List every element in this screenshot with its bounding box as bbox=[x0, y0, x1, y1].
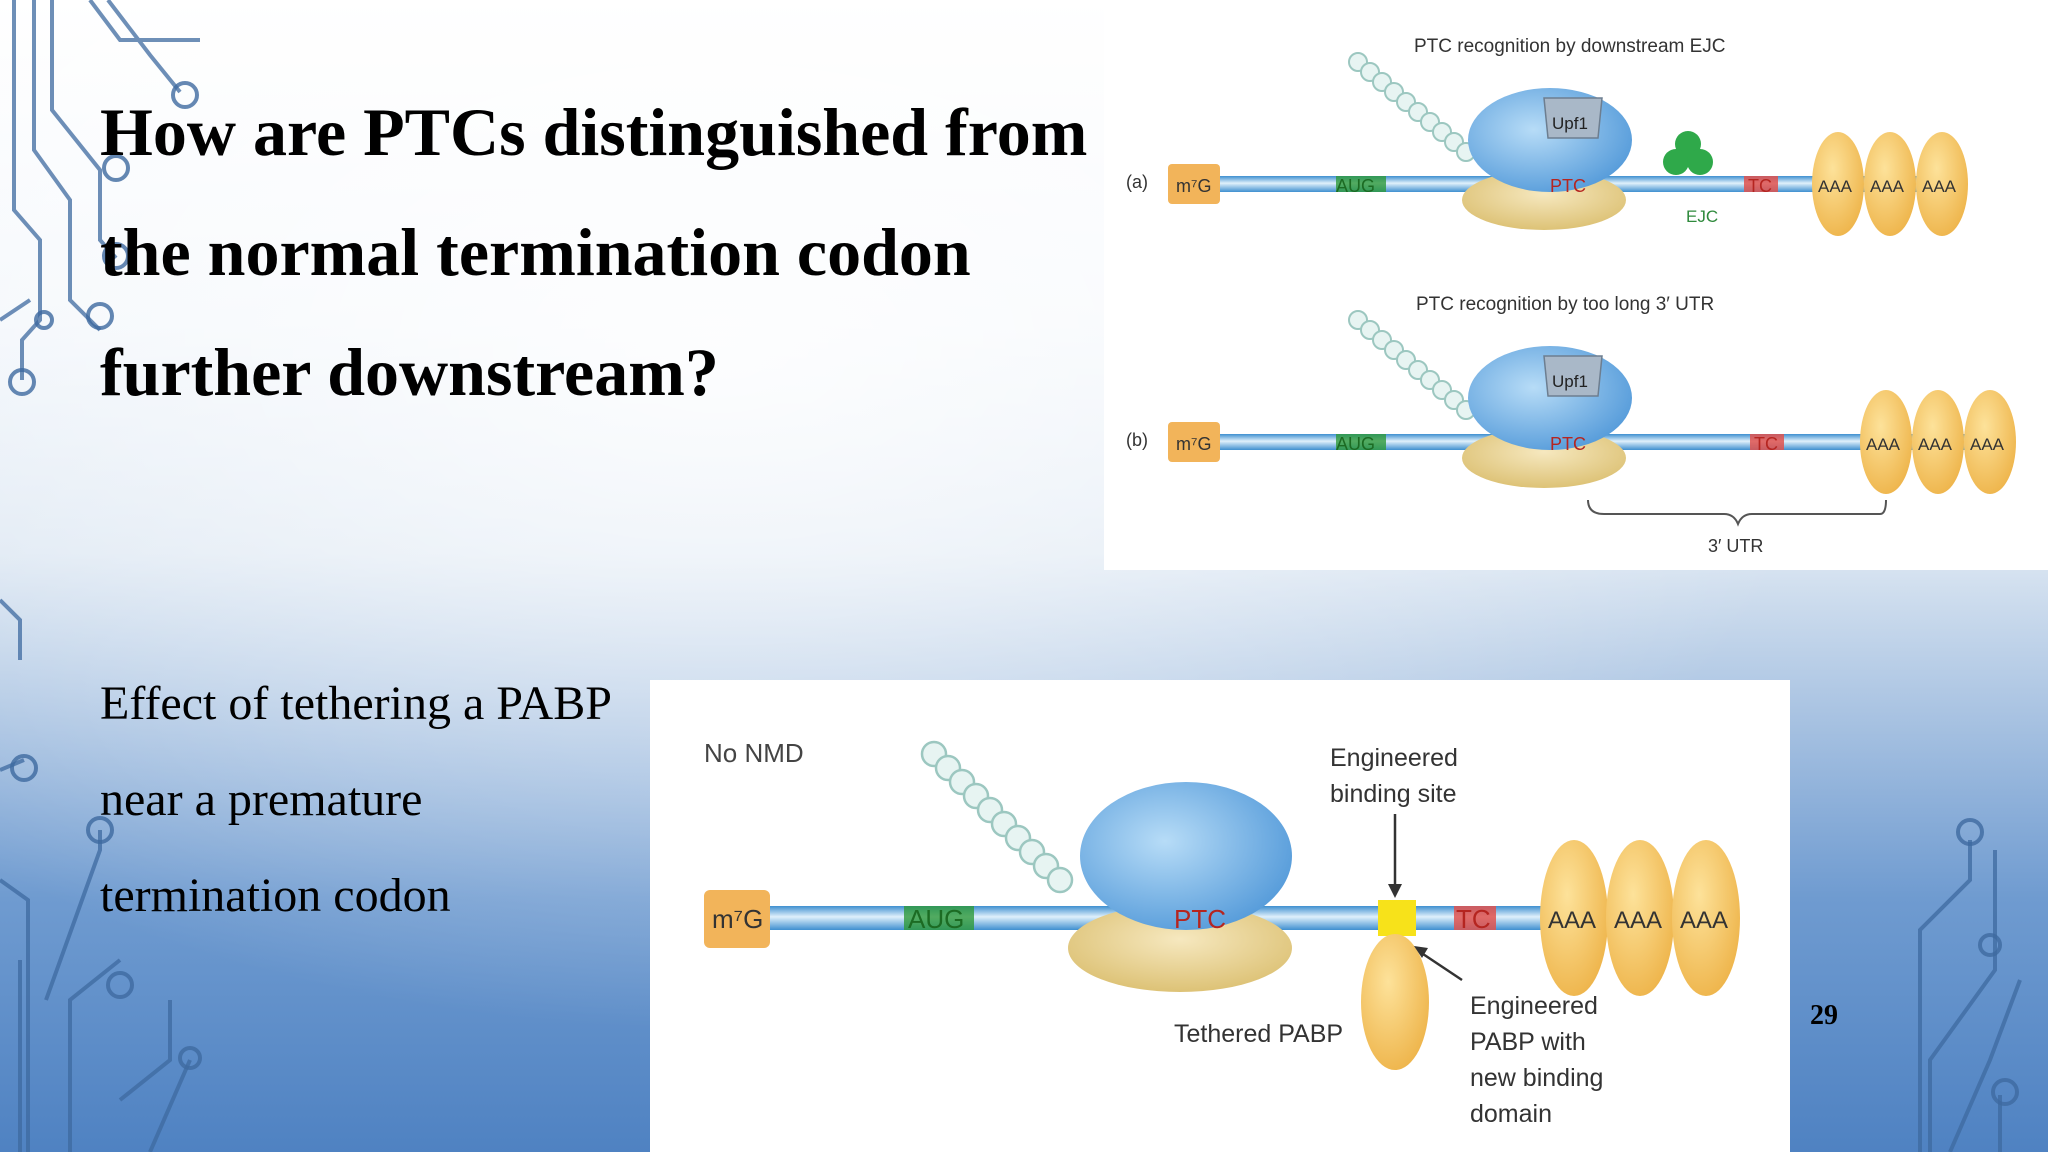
aug-segment bbox=[1336, 176, 1386, 192]
nascent-peptide bbox=[1348, 310, 1476, 420]
utr-label: 3′ UTR bbox=[1708, 536, 1763, 556]
ribosome-large-subunit bbox=[1080, 782, 1292, 930]
engineered-pabp-label-3: new binding bbox=[1470, 1064, 1603, 1092]
aug-label: AUG bbox=[1336, 176, 1375, 196]
upf1-protein bbox=[1543, 97, 1603, 139]
cap-box bbox=[704, 890, 770, 948]
panel-a: PTC recognition by downstream EJC (a) m⁷… bbox=[1126, 36, 1968, 236]
tc-segment bbox=[1750, 434, 1784, 450]
upf1-label: Upf1 bbox=[1552, 114, 1588, 133]
cap-box bbox=[1168, 164, 1220, 204]
polya-tail: AAA AAA AAA bbox=[1860, 390, 2016, 494]
aug-label: AUG bbox=[908, 904, 964, 934]
polya-label-2: AAA bbox=[1870, 177, 1905, 196]
engineered-binding-site bbox=[1378, 900, 1416, 936]
aug-label: AUG bbox=[1336, 434, 1375, 454]
slide-title: How are PTCs distinguished from the norm… bbox=[100, 72, 1110, 432]
polya-label-2: AAA bbox=[1614, 907, 1662, 934]
nascent-peptide bbox=[1348, 52, 1476, 162]
tc-segment bbox=[1744, 176, 1778, 192]
cap-box bbox=[1168, 422, 1220, 462]
cap-label: m⁷G bbox=[1176, 176, 1212, 196]
nascent-peptide bbox=[920, 740, 1074, 894]
polya-tail: AAA AAA AAA bbox=[1812, 132, 1968, 236]
ptc-label: PTC bbox=[1550, 176, 1586, 196]
title-line-1: How are PTCs distinguished from bbox=[100, 94, 1088, 170]
tc-label: TC bbox=[1748, 176, 1772, 196]
tethered-pabp-diagram: No NMD m⁷G AUG PTC Engineered bbox=[704, 738, 1740, 1128]
aug-segment bbox=[1336, 434, 1386, 450]
ejc-label: EJC bbox=[1686, 207, 1718, 226]
binding-site-label-2: binding site bbox=[1330, 780, 1456, 808]
tethered-pabp bbox=[1361, 934, 1429, 1070]
upf1-protein bbox=[1543, 355, 1603, 397]
engineered-pabp-label-4: domain bbox=[1470, 1100, 1552, 1128]
nmd-recognition-diagram: PTC recognition by downstream EJC (a) m⁷… bbox=[1126, 36, 2016, 556]
body-line-2: near a premature bbox=[100, 773, 423, 826]
tc-label: TC bbox=[1754, 434, 1778, 454]
binding-site-arrowhead bbox=[1388, 884, 1402, 898]
engineered-pabp-label-2: PABP with bbox=[1470, 1028, 1586, 1056]
engineered-pabp-arrowhead bbox=[1414, 946, 1428, 958]
body-line-3: termination codon bbox=[100, 869, 451, 922]
engineered-pabp-label-1: Engineered bbox=[1470, 992, 1598, 1020]
nmd-recognition-figure: PTC recognition by downstream EJC (a) m⁷… bbox=[1104, 0, 2048, 570]
panel-a-label: (a) bbox=[1126, 172, 1148, 192]
slide-body-text: Effect of tethering a PABP near a premat… bbox=[100, 656, 660, 944]
polya-label-3: AAA bbox=[1680, 907, 1728, 934]
tethered-pabp-figure: No NMD m⁷G AUG PTC Engineered bbox=[650, 680, 1790, 1152]
ejc-complex bbox=[1663, 131, 1713, 175]
body-line-1: Effect of tethering a PABP bbox=[100, 677, 612, 730]
panel-b-heading: PTC recognition by too long 3′ UTR bbox=[1416, 294, 1714, 315]
ribosome-small-subunit bbox=[1068, 904, 1292, 992]
polya-label-3: AAA bbox=[1922, 177, 1957, 196]
upf1-label: Upf1 bbox=[1552, 372, 1588, 391]
title-line-2: the normal termination codon bbox=[100, 214, 971, 290]
engineered-pabp-arrow bbox=[1419, 950, 1463, 982]
ptc-label: PTC bbox=[1174, 904, 1226, 934]
tethered-pabp-label: Tethered PABP bbox=[1174, 1020, 1343, 1048]
tc-segment bbox=[1454, 906, 1496, 930]
panel-a-heading: PTC recognition by downstream EJC bbox=[1414, 36, 1726, 57]
no-nmd-heading: No NMD bbox=[704, 738, 804, 768]
utr-brace bbox=[1587, 499, 1887, 527]
polya-label-3: AAA bbox=[1970, 435, 2005, 454]
cap-label: m⁷G bbox=[712, 904, 763, 934]
title-line-3: further downstream? bbox=[100, 334, 719, 410]
cap-label: m⁷G bbox=[1176, 434, 1212, 454]
polya-label-1: AAA bbox=[1548, 907, 1596, 934]
tc-label: TC bbox=[1456, 904, 1491, 934]
polya-label-2: AAA bbox=[1918, 435, 1953, 454]
polya-label-1: AAA bbox=[1818, 177, 1853, 196]
binding-site-label-1: Engineered bbox=[1330, 744, 1458, 772]
page-number: 29 bbox=[1810, 1000, 1838, 1031]
aug-segment bbox=[904, 906, 974, 930]
panel-b: PTC recognition by too long 3′ UTR (b) m… bbox=[1126, 294, 2016, 556]
polya-tail: AAA AAA AAA bbox=[1540, 840, 1740, 996]
panel-b-label: (b) bbox=[1126, 430, 1148, 450]
polya-label-1: AAA bbox=[1866, 435, 1901, 454]
ptc-label: PTC bbox=[1550, 434, 1586, 454]
